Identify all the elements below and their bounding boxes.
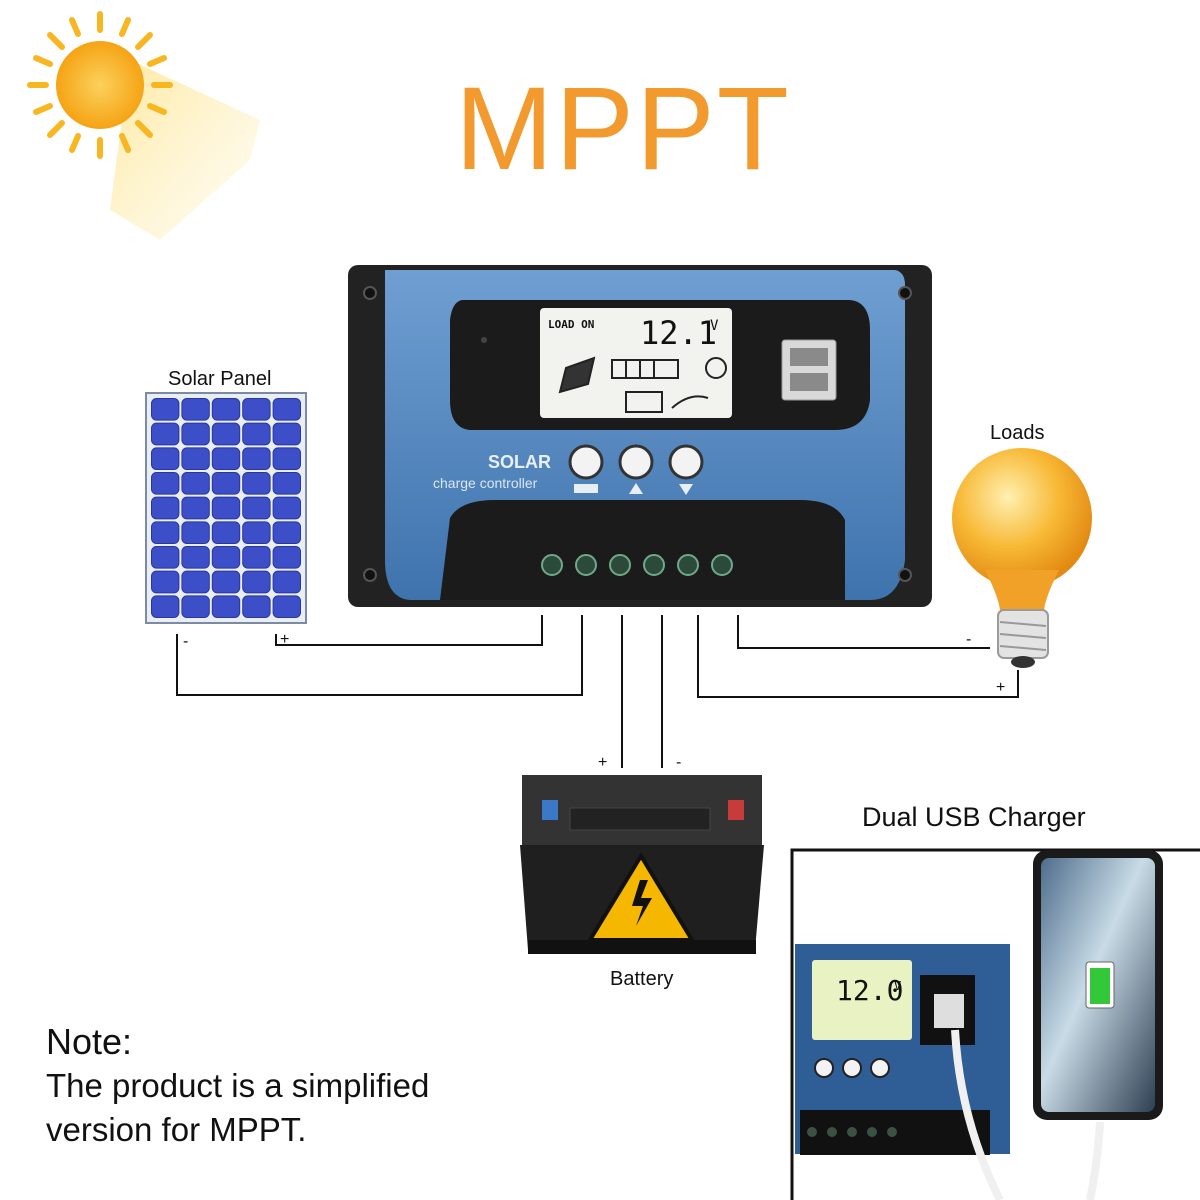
solar-cell bbox=[181, 546, 210, 569]
solar-cell bbox=[242, 521, 271, 544]
solar-cell bbox=[181, 521, 210, 544]
note-line-1: The product is a simplified bbox=[46, 1067, 430, 1104]
battery-icon bbox=[520, 775, 764, 954]
solar-cell bbox=[272, 422, 302, 446]
solar-cell bbox=[151, 447, 180, 471]
solar-cell bbox=[272, 546, 302, 569]
brand-solar: SOLAR bbox=[488, 452, 551, 472]
solar-cell bbox=[272, 447, 302, 471]
solar-cell bbox=[181, 398, 210, 421]
solar-cell bbox=[242, 570, 271, 594]
panel-plus: + bbox=[280, 631, 289, 648]
solar-cell bbox=[211, 472, 241, 495]
solar-cell bbox=[242, 422, 271, 446]
solar-cell bbox=[181, 496, 210, 520]
solar-cell bbox=[211, 447, 241, 471]
battery-plus: + bbox=[598, 754, 607, 771]
solar-cell bbox=[272, 595, 302, 618]
solar-panel-label: Solar Panel bbox=[168, 368, 272, 390]
solar-cell bbox=[151, 496, 180, 520]
solar-cell bbox=[211, 546, 241, 569]
terminal-screws bbox=[541, 554, 733, 576]
solar-cell bbox=[242, 472, 271, 495]
up-button bbox=[618, 444, 654, 480]
solar-cell bbox=[242, 595, 271, 618]
brand-charge-controller: charge controller bbox=[433, 475, 538, 491]
light-bulb-icon bbox=[952, 448, 1092, 668]
sun-icon bbox=[27, 11, 260, 240]
solar-cell bbox=[181, 595, 210, 618]
note-heading: Note: bbox=[46, 1021, 133, 1062]
panel-minus: - bbox=[183, 633, 188, 650]
note-line-2: version for MPPT. bbox=[46, 1111, 307, 1148]
battery-label: Battery bbox=[610, 968, 674, 990]
menu-button bbox=[568, 444, 604, 480]
solar-cell bbox=[211, 496, 241, 520]
loads-label: Loads bbox=[990, 422, 1045, 444]
wires bbox=[176, 615, 1019, 768]
charge-controller bbox=[348, 265, 932, 607]
lcd-unit: V bbox=[710, 318, 719, 334]
solar-cell bbox=[211, 595, 241, 618]
solar-cell bbox=[181, 422, 210, 446]
solar-cell bbox=[272, 570, 302, 594]
solar-cell bbox=[211, 521, 241, 544]
down-button bbox=[668, 444, 704, 480]
lcd-screen bbox=[540, 308, 732, 418]
dual-usb-label: Dual USB Charger bbox=[862, 802, 1086, 832]
solar-cell bbox=[151, 546, 180, 569]
solar-cell bbox=[272, 521, 302, 544]
solar-cell bbox=[211, 398, 241, 421]
page-title: MPPT bbox=[455, 63, 791, 195]
lcd-status: LOAD ON bbox=[548, 318, 594, 331]
solar-cell bbox=[181, 570, 210, 594]
solar-cell bbox=[242, 496, 271, 520]
load-plus: + bbox=[996, 679, 1005, 696]
solar-cell bbox=[151, 422, 180, 446]
solar-cell bbox=[272, 398, 302, 421]
usb-charger-inset bbox=[790, 848, 1200, 1200]
inset-lcd-unit: V bbox=[894, 979, 901, 993]
solar-cell bbox=[272, 472, 302, 495]
solar-cell bbox=[242, 398, 271, 421]
solar-cell bbox=[181, 472, 210, 495]
solar-cell bbox=[151, 521, 180, 544]
solar-cell bbox=[211, 422, 241, 446]
solar-cell bbox=[272, 496, 302, 520]
inset-lcd-voltage: 12.0 bbox=[836, 974, 903, 1007]
solar-panel-icon bbox=[145, 392, 307, 624]
solar-cell bbox=[242, 447, 271, 471]
solar-cell bbox=[211, 570, 241, 594]
solar-cell bbox=[151, 570, 180, 594]
solar-cell bbox=[181, 447, 210, 471]
load-minus: - bbox=[966, 631, 971, 648]
solar-cell bbox=[151, 595, 180, 618]
solar-cell bbox=[242, 546, 271, 569]
solar-cell bbox=[151, 472, 180, 495]
battery-minus: - bbox=[676, 754, 681, 771]
solar-cell bbox=[151, 398, 180, 421]
note-block: Note: The product is a simplified versio… bbox=[46, 1020, 429, 1152]
lcd-voltage: 12.1 bbox=[640, 314, 717, 352]
